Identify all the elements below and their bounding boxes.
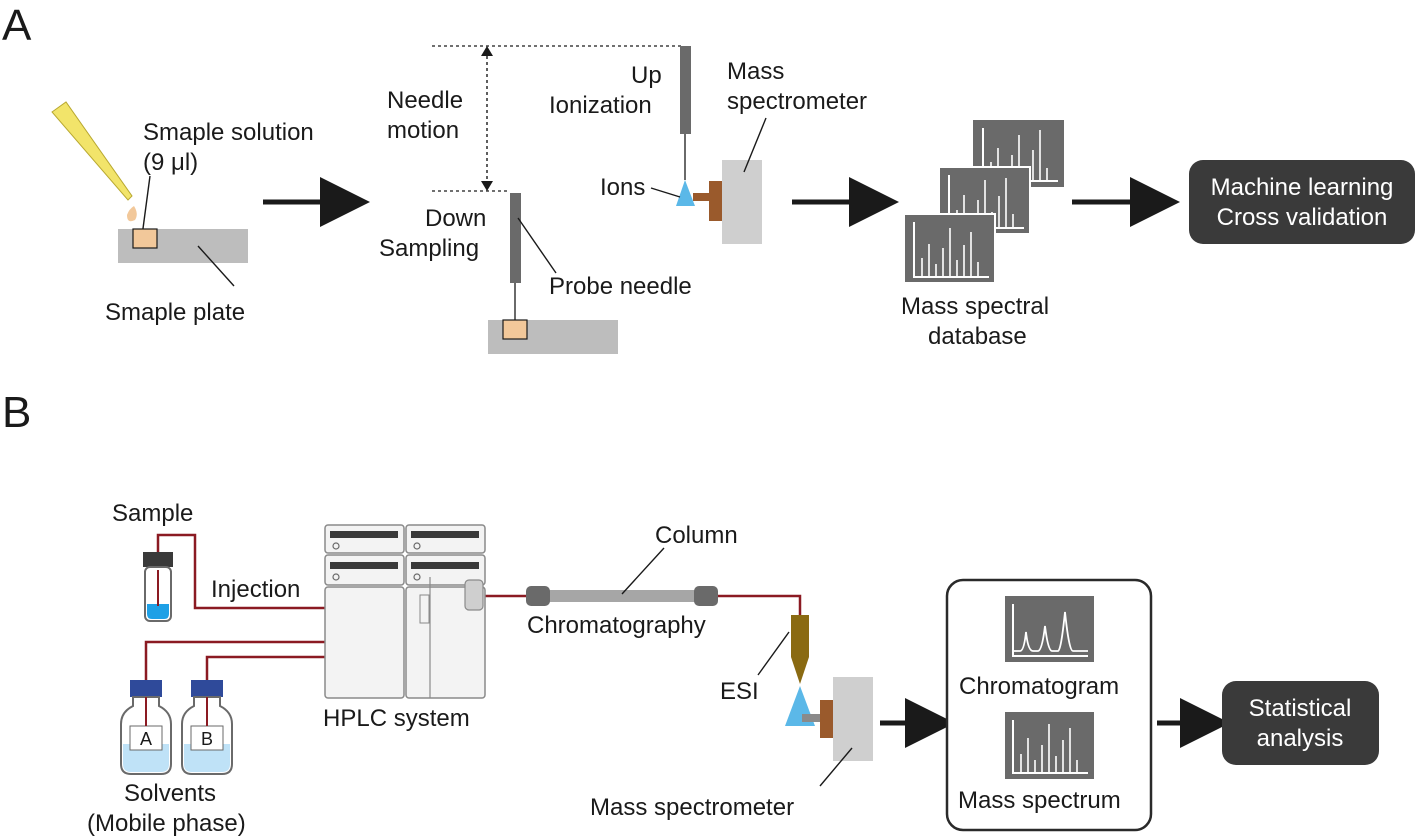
hplc-tubing — [144, 533, 802, 680]
needle-motion-arrow-up — [481, 46, 493, 56]
mass-spectrometer-leader-a — [743, 117, 767, 173]
mass-spec-label-1: Mass — [727, 58, 784, 85]
hplc-column-icon — [526, 586, 718, 606]
injection-label: Injection — [211, 576, 300, 603]
mass-spectrometer-leader-b — [819, 747, 853, 787]
ms-inlet — [709, 181, 723, 221]
esi-label: ESI — [720, 678, 759, 705]
mass-spectrum-icon — [1005, 712, 1094, 779]
chromatography-label: Chromatography — [527, 612, 706, 639]
esi-source-icon — [785, 615, 815, 726]
solvent-bottle-b-icon — [181, 680, 233, 775]
sample-volume-label: (9 μl) — [143, 149, 198, 176]
solvents-label-2: (Mobile phase) — [87, 810, 246, 837]
database-label-1: Mass spectral — [901, 293, 1049, 320]
sample-solution-leader — [141, 175, 151, 237]
ions-leader — [650, 187, 681, 198]
statistical-analysis-box — [1222, 681, 1379, 765]
down-label: Down — [425, 205, 486, 232]
pipette-tip-icon — [51, 101, 137, 222]
mass-spectrum-label: Mass spectrum — [958, 787, 1121, 814]
esi-leader — [757, 631, 790, 676]
sample-plate-label: Smaple plate — [105, 299, 245, 326]
sample-vial-icon — [143, 552, 173, 622]
panel-letter-a: A — [2, 1, 32, 50]
chromatogram-label: Chromatogram — [959, 673, 1119, 700]
ions-label: Ions — [600, 174, 645, 201]
probe-needle-down — [510, 193, 521, 283]
hplc-system-icon — [324, 524, 486, 699]
sampling-label: Sampling — [379, 235, 479, 262]
machine-learning-box — [1189, 160, 1415, 244]
needle-motion-label-2: motion — [387, 117, 459, 144]
machine-learning-label: Machine learning — [1211, 174, 1394, 201]
needle-motion-arrow-down — [481, 181, 493, 191]
column-leader — [621, 547, 665, 595]
sample-plate-leader — [197, 245, 235, 287]
needle-motion-label-1: Needle — [387, 87, 463, 114]
ms-inlet-b — [820, 700, 834, 738]
sample-label: Sample — [112, 500, 193, 527]
database-label-2: database — [928, 323, 1027, 350]
solvent-b-label: B — [201, 729, 213, 749]
sample-solution-label: Smaple solution — [143, 119, 314, 146]
results-frame — [945, 578, 1153, 832]
ms-inlet-stub — [693, 193, 711, 201]
cross-validation-label: Cross validation — [1217, 204, 1388, 231]
probe-needle-up — [680, 46, 691, 134]
ion-cone — [676, 180, 695, 206]
hplc-system-label: HPLC system — [323, 705, 470, 732]
solvents-label-1: Solvents — [124, 780, 216, 807]
spectrum-card-front — [903, 213, 996, 284]
sample-well — [132, 228, 158, 249]
up-label: Up — [631, 62, 662, 89]
analysis-label: analysis — [1257, 725, 1344, 752]
mass-spectrometer-b — [833, 677, 873, 761]
ionization-label: Ionization — [549, 92, 652, 119]
mass-spectrometer-label: Mass spectrometer — [590, 794, 794, 821]
panel-letter-b: B — [2, 388, 31, 437]
column-label: Column — [655, 522, 738, 549]
solvent-bottle-a-icon — [120, 680, 172, 775]
probe-needle-leader — [517, 217, 557, 274]
sampling-well — [502, 319, 528, 340]
probe-needle-label: Probe needle — [549, 273, 692, 300]
mass-spectrometer-a — [722, 160, 762, 244]
statistical-label: Statistical — [1249, 695, 1352, 722]
chromatogram-icon — [1005, 596, 1094, 662]
ms-inlet-stub-b — [802, 714, 822, 722]
solvent-a-label: A — [140, 729, 152, 749]
mass-spec-label-2: spectrometer — [727, 88, 867, 115]
